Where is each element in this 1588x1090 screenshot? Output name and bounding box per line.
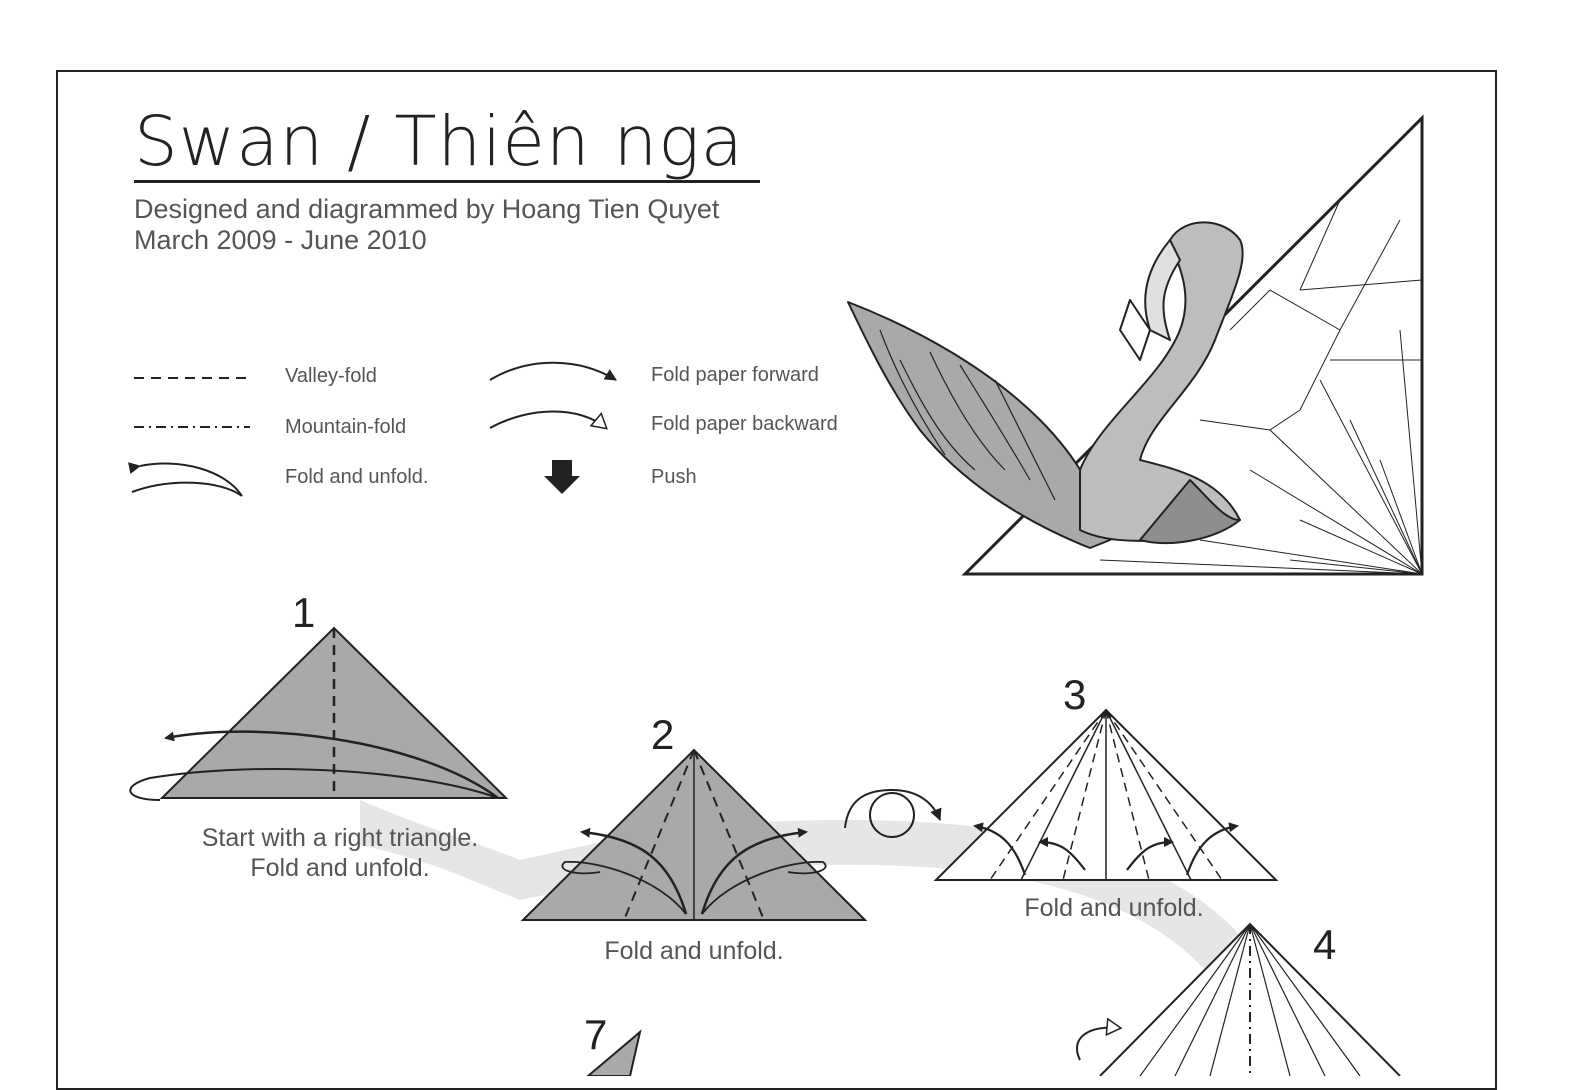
title-underline bbox=[134, 180, 760, 183]
page-title: Swan / Thiên nga bbox=[134, 102, 744, 182]
turn-over-icon bbox=[844, 788, 942, 838]
legend-fold-forward-label: Fold paper forward bbox=[651, 364, 819, 386]
swan-model bbox=[847, 221, 1244, 549]
step-2-number: 2 bbox=[651, 711, 675, 758]
step-3-number: 3 bbox=[1063, 671, 1087, 718]
step-7-figure bbox=[586, 1029, 642, 1076]
step-1-number: 1 bbox=[292, 589, 316, 636]
designer-credit: Designed and diagrammed by Hoang Tien Qu… bbox=[134, 194, 720, 224]
legend-mountain-fold-label: Mountain-fold bbox=[285, 416, 407, 438]
step-4-number: 4 bbox=[1313, 921, 1337, 968]
fold-forward-arrow-icon bbox=[489, 361, 617, 381]
legend-fold-unfold-label: Fold and unfold. bbox=[285, 466, 429, 488]
step-3-figure bbox=[933, 708, 1279, 881]
design-dates: March 2009 - June 2010 bbox=[134, 225, 427, 255]
legend-valley-fold-label: Valley-fold bbox=[285, 365, 377, 387]
fold-and-unfold-arrow-icon bbox=[128, 462, 243, 497]
step-1-caption-line2: Fold and unfold. bbox=[250, 854, 430, 882]
step-3-caption: Fold and unfold. bbox=[1024, 894, 1204, 922]
legend-push-label: Push bbox=[651, 466, 697, 488]
legend-fold-backward-label: Fold paper backward bbox=[651, 413, 838, 435]
push-arrow-icon bbox=[544, 460, 580, 494]
step-1-caption-line1: Start with a right triangle. bbox=[201, 824, 479, 852]
step-2-caption: Fold and unfold. bbox=[604, 937, 784, 965]
fold-backward-arrow-icon bbox=[489, 410, 606, 429]
step-7-number: 7 bbox=[584, 1011, 608, 1058]
step-4-figure bbox=[1075, 922, 1401, 1076]
step-1-figure bbox=[129, 626, 509, 801]
step-2-figure bbox=[520, 748, 868, 921]
